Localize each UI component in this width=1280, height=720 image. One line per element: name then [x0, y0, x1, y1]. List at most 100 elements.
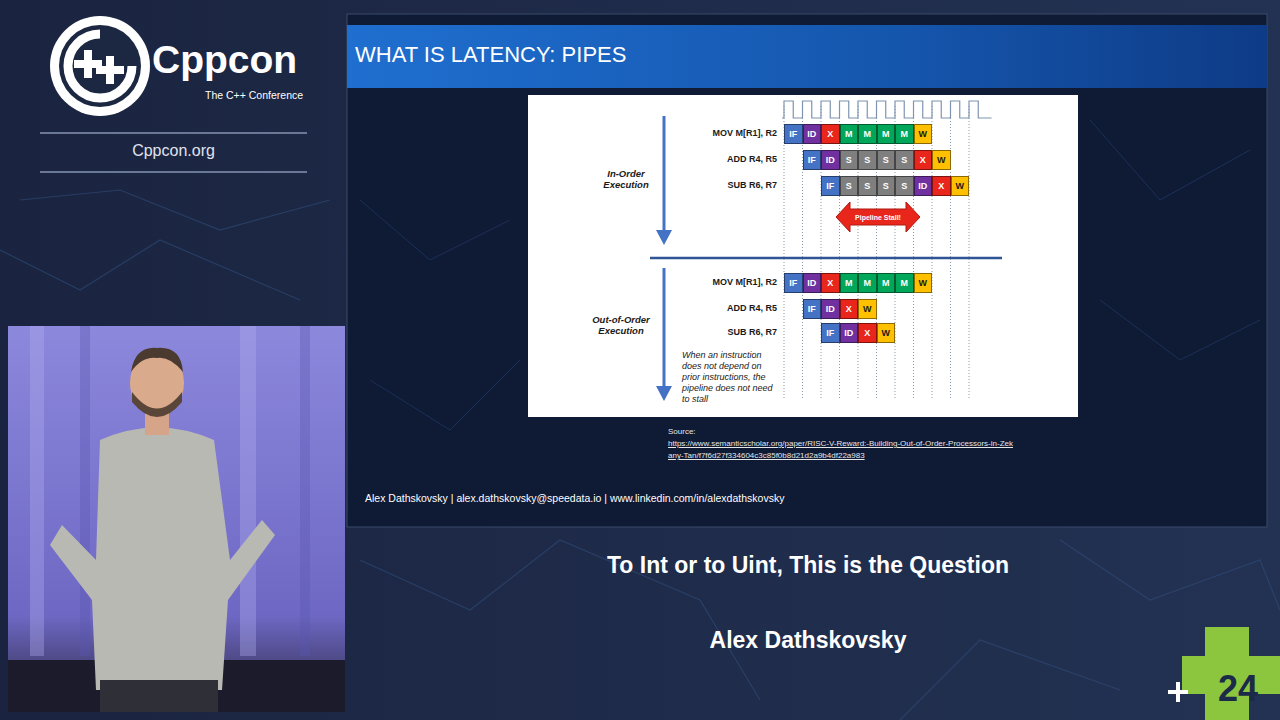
- stage-name: M: [901, 278, 909, 288]
- stage-name: S: [864, 181, 870, 191]
- pipeline-stage-cell: S: [877, 150, 896, 170]
- pipeline-stage-cell: X: [914, 150, 933, 170]
- logo-tagline: The C++ Conference: [205, 89, 303, 101]
- stage-name: M: [845, 278, 853, 288]
- pipeline-stage-cell: W: [914, 273, 933, 293]
- stage-name: W: [919, 278, 928, 288]
- slide-header-bar: [347, 25, 1267, 88]
- instruction-label: MOV M[R1], R2: [657, 128, 777, 138]
- source-link: https://www.semanticscholar.org/paper/RI…: [668, 439, 1013, 448]
- stage-name: S: [901, 155, 907, 165]
- pipeline-stage-cell: S: [840, 176, 859, 196]
- pipeline-stage-cell: W: [858, 299, 877, 319]
- pipeline-stage-cell: IF: [821, 323, 840, 343]
- speaker-trousers: [100, 680, 218, 712]
- stage-name: IF: [808, 304, 816, 314]
- pipeline-stage-cell: ID: [803, 273, 822, 293]
- speaker-video: [8, 326, 345, 712]
- curtain-fold: [300, 326, 310, 656]
- logo-ring: [50, 16, 150, 116]
- clock-edge-line: [969, 106, 970, 398]
- stage-name: S: [901, 181, 907, 191]
- stall-label: Pipeline Stall!: [855, 214, 901, 221]
- logo-c: [68, 34, 132, 98]
- rule-line: [40, 132, 307, 134]
- stage-name: IF: [789, 129, 797, 139]
- note-text: When an instruction does not depend on p…: [682, 350, 782, 405]
- instruction-label: ADD R4, R5: [657, 303, 777, 313]
- slide-title: WHAT IS LATENCY: PIPES: [355, 42, 626, 68]
- stage-name: M: [901, 129, 909, 139]
- small-plus: [1176, 682, 1180, 702]
- divider-line: [650, 257, 1002, 260]
- stage-name: X: [827, 278, 833, 288]
- instruction-label: ADD R4, R5: [657, 154, 777, 164]
- talk-title: To Int or to Uint, This is the Question: [500, 552, 1116, 578]
- stage-name: W: [937, 155, 946, 165]
- pipeline-stage-cell: S: [877, 176, 896, 196]
- pipeline-stage-cell: S: [858, 176, 877, 196]
- pipeline-stage-cell: W: [877, 323, 896, 343]
- stage-name: IF: [826, 328, 834, 338]
- network-line: [1060, 540, 1280, 610]
- stage-name: S: [846, 181, 852, 191]
- logo-wordmark: Cppcon: [152, 38, 297, 83]
- order-arrow: [663, 116, 666, 232]
- pipeline-stage-cell: IF: [803, 150, 822, 170]
- pipeline-stage-cell: M: [877, 273, 896, 293]
- stage-name: ID: [844, 328, 853, 338]
- stage-name: M: [864, 278, 872, 288]
- stage-name: W: [863, 304, 872, 314]
- stage-name: ID: [826, 304, 835, 314]
- figure-panel: [528, 95, 1078, 417]
- double-arrow: [836, 202, 920, 232]
- source-link: any-Tan/f7f6d27f334604c3c85f0b8d21d2a9b4…: [668, 451, 865, 460]
- pipeline-stage-cell: X: [821, 124, 840, 144]
- logo-inner: [59, 25, 141, 107]
- speaker-name: Alex Dathskovsky: [500, 627, 1116, 653]
- pipeline-stage-cell: M: [840, 124, 859, 144]
- pipeline-stage-cell: M: [840, 273, 859, 293]
- timing-lines: [782, 101, 992, 398]
- network-line: [1090, 120, 1250, 200]
- network-line: [1100, 300, 1260, 360]
- pipeline-stage-cell: ID: [803, 124, 822, 144]
- pipeline-stage-cell: ID: [821, 150, 840, 170]
- pipeline-stage-cell: M: [877, 124, 896, 144]
- pipeline-stage-cell: M: [858, 273, 877, 293]
- stage-name: X: [846, 304, 852, 314]
- stage-name: W: [919, 129, 928, 139]
- stage-name: ID: [807, 129, 816, 139]
- stage-name: ID: [826, 155, 835, 165]
- slide-ground: [347, 14, 1267, 527]
- pipeline-stage-cell: W: [932, 150, 951, 170]
- pipeline-stage-cell: X: [932, 176, 951, 196]
- stage-name: M: [864, 129, 872, 139]
- stall-arrow: Pipeline Stall!: [836, 202, 920, 232]
- clock-waveform: [782, 101, 992, 118]
- stage-name: X: [864, 328, 870, 338]
- stage-name: W: [956, 181, 965, 191]
- stage-name: M: [882, 129, 890, 139]
- stage-name: S: [864, 155, 870, 165]
- pipeline-stage-cell: M: [895, 124, 914, 144]
- pipeline-stage-cell: IF: [803, 299, 822, 319]
- pipeline-stage-cell: IF: [784, 273, 803, 293]
- pipeline-stage-cell: W: [914, 124, 933, 144]
- stage-name: IF: [826, 181, 834, 191]
- stage-name: X: [827, 129, 833, 139]
- stage-name: X: [920, 155, 926, 165]
- pipeline-stage-cell: W: [951, 176, 970, 196]
- stage-name: IF: [789, 278, 797, 288]
- pipeline-stage-cell: X: [821, 273, 840, 293]
- pipeline-stage-cell: IF: [784, 124, 803, 144]
- stage-name: M: [882, 278, 890, 288]
- pipeline-stage-cell: S: [840, 150, 859, 170]
- stage-name: M: [845, 129, 853, 139]
- rule-line: [40, 171, 307, 173]
- speaker-beard: [132, 392, 182, 417]
- pipeline-stage-cell: X: [840, 299, 859, 319]
- stage-name: IF: [808, 155, 816, 165]
